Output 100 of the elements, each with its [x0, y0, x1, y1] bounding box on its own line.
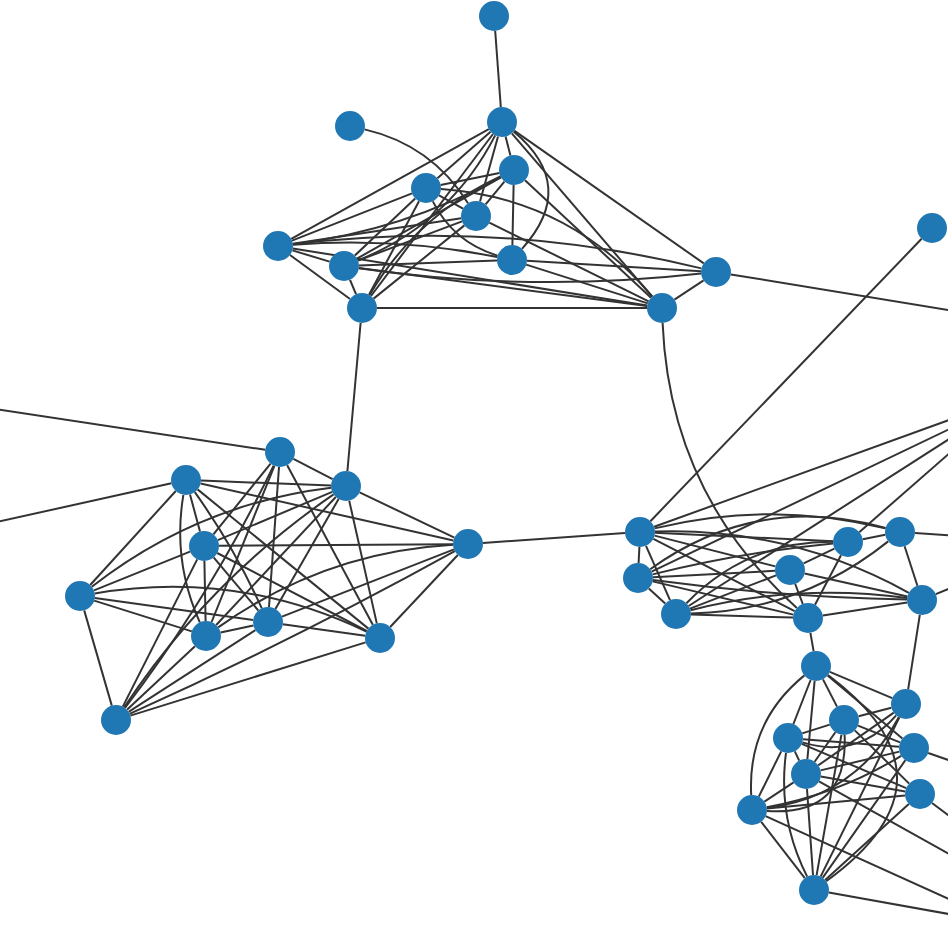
network-node: [899, 733, 929, 763]
edge-line: [650, 423, 948, 573]
edge-line: [673, 279, 705, 301]
edge-line: [822, 678, 838, 708]
edge-line: [764, 815, 948, 905]
edge-line: [653, 415, 948, 528]
edge-line: [828, 670, 894, 700]
edge-line: [907, 613, 921, 691]
network-node: [775, 555, 805, 585]
edge-line: [128, 550, 456, 715]
edge-line: [651, 542, 834, 576]
edge-line: [90, 486, 333, 588]
network-node: [347, 293, 377, 323]
edge-line: [357, 267, 649, 307]
edge-line: [809, 631, 815, 653]
network-node: [171, 465, 201, 495]
edge-line: [129, 641, 367, 717]
edge-line: [210, 465, 276, 623]
edge-line: [436, 130, 492, 180]
edge-line: [817, 711, 895, 767]
edge-line: [801, 723, 831, 735]
network-node: [891, 689, 921, 719]
edge-line: [286, 464, 374, 626]
edge-line: [93, 550, 191, 592]
edge-line: [193, 491, 263, 610]
edge-line: [651, 579, 908, 601]
edge-line: [794, 583, 804, 605]
edge-line: [349, 278, 357, 296]
edge-line: [821, 601, 909, 617]
edge-line: [482, 532, 626, 544]
network-node: [885, 517, 915, 547]
network-node: [801, 651, 831, 681]
edge-line: [819, 775, 907, 793]
edge-line: [513, 129, 705, 265]
edge-line: [766, 734, 846, 813]
edge-line: [368, 200, 420, 296]
edge-line: [652, 537, 796, 613]
network-node: [331, 471, 361, 501]
edge-line: [216, 552, 368, 632]
edge-line: [649, 237, 923, 523]
edge-line: [281, 623, 367, 637]
edge-line: [356, 176, 502, 260]
network-node: [905, 779, 935, 809]
edge-line: [353, 197, 417, 257]
network-node: [701, 257, 731, 287]
network-node: [791, 759, 821, 789]
edge-line: [291, 247, 649, 307]
edge-line: [268, 466, 280, 608]
edge-line: [431, 200, 499, 257]
edge-line: [370, 133, 494, 297]
network-node: [487, 107, 517, 137]
edge-line: [217, 543, 454, 629]
edge-line: [653, 534, 777, 568]
network-node: [453, 529, 483, 559]
edge-line: [376, 307, 648, 309]
edge-line: [690, 540, 890, 615]
edge-line: [357, 134, 497, 262]
edge-line: [813, 731, 837, 763]
edge-line: [729, 273, 948, 313]
edge-line: [346, 322, 362, 472]
edge-line: [200, 479, 332, 487]
edge-line: [281, 548, 455, 618]
network-node: [737, 795, 767, 825]
edge-line: [647, 587, 667, 605]
edge-line: [766, 794, 906, 810]
network-node: [411, 173, 441, 203]
edge-line: [218, 543, 454, 547]
edge-line: [215, 496, 337, 626]
edge-line: [93, 597, 255, 621]
network-node: [647, 293, 677, 323]
edge-line: [637, 546, 641, 564]
edge-line: [819, 716, 901, 878]
edge-line: [290, 128, 490, 240]
edge-line: [89, 490, 177, 586]
network-node: [101, 705, 131, 735]
edge-line: [763, 781, 795, 803]
edge-line: [494, 30, 502, 108]
edge-line: [440, 188, 654, 298]
edge-line: [291, 249, 331, 263]
edge-line: [801, 714, 898, 749]
network-node: [461, 201, 491, 231]
edge-line: [783, 751, 809, 878]
network-node: [497, 245, 527, 275]
edge-line: [803, 572, 909, 598]
edge-line: [645, 544, 671, 602]
edge-line: [358, 259, 498, 267]
edge-line: [815, 733, 843, 877]
edge-line: [661, 322, 798, 609]
edge-line: [654, 530, 910, 594]
edge-line: [479, 135, 499, 203]
edge-line: [826, 674, 904, 740]
edge-line: [927, 752, 948, 765]
edge-line: [203, 560, 207, 622]
edge-line: [524, 179, 652, 299]
edge-line: [292, 457, 334, 481]
edge-line: [857, 706, 893, 718]
edge-line: [853, 729, 911, 785]
edge-line: [292, 241, 499, 258]
edge-line: [760, 820, 806, 880]
network-node: [833, 527, 863, 557]
